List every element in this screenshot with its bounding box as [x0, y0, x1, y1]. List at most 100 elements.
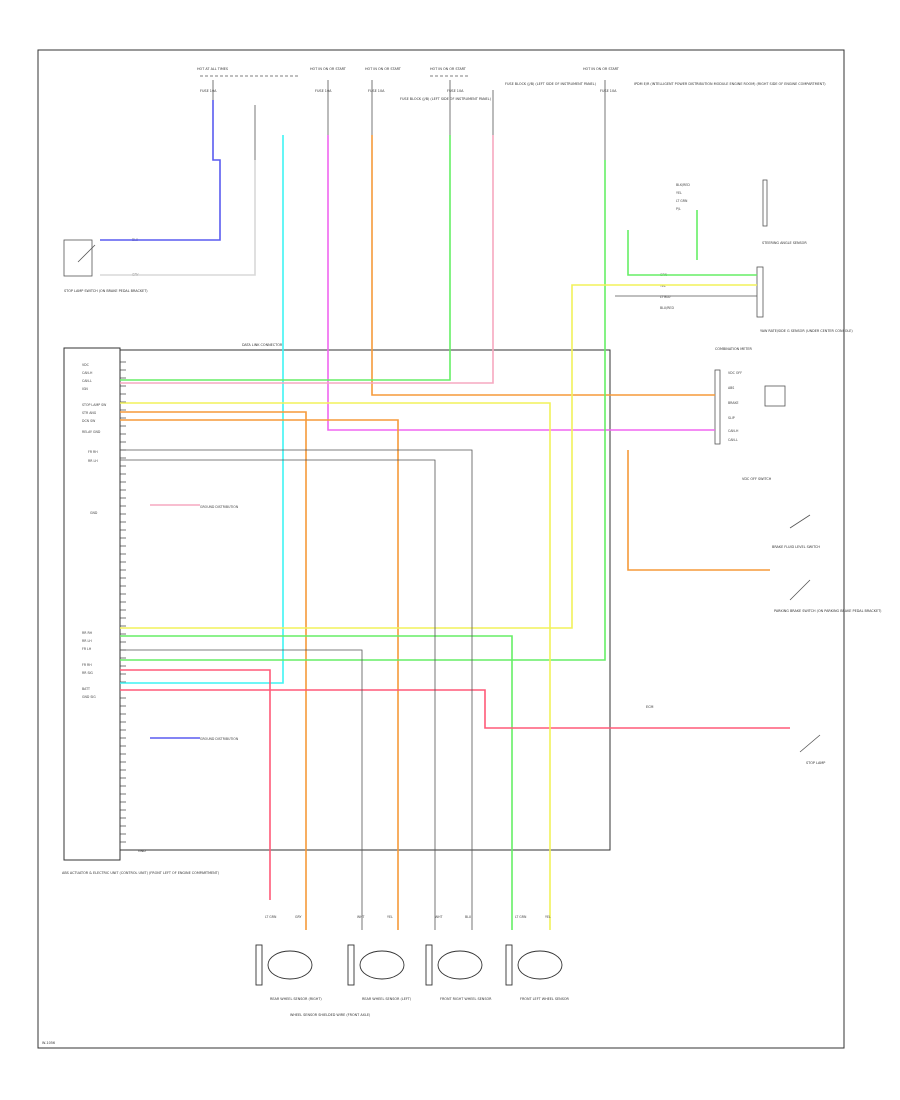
wire-yellow-2 [120, 284, 757, 629]
wire-green [120, 135, 451, 381]
steering-wire-3: LT GRN [676, 199, 688, 203]
fuse-value-4: FUSE 10A [447, 89, 464, 93]
right-enclosure [119, 349, 611, 851]
meter-line-5: CAN-H [728, 429, 739, 433]
wire-gray [100, 160, 256, 276]
wheel-sensor-label: FRONT LEFT WHEEL SENSOR [520, 997, 570, 1001]
meter-line-4: SLIP [728, 416, 735, 420]
abs-pin-4: IGN [82, 387, 88, 391]
fuse-label-3: HOT IN ON OR START [365, 67, 402, 71]
abs-pin-low-6: BATT [82, 687, 90, 691]
abs-ground-note-2: GROUND DISTRIBUTION [200, 737, 239, 741]
wire-green-4 [627, 230, 757, 276]
wire-yellow [120, 402, 551, 930]
abs-pin-low-5: RR SIG [82, 671, 93, 675]
wire-magenta [327, 135, 715, 431]
wire-gray-3 [120, 459, 436, 930]
abs-pin-1: VDC [82, 363, 90, 367]
fuse-note-1: FUSE BLOCK (J/B) (LEFT SIDE OF INSTRUMEN… [400, 97, 492, 101]
steering-angle-sensor: STEERING ANGLE SENSOR BLK/RED YEL LT GRN… [676, 179, 807, 245]
fuse-label-1: HOT AT ALL TIMES [197, 67, 228, 71]
wheel-sensor-wire-label: LT GRN [515, 915, 527, 919]
abs-pin-10: RR LH [88, 459, 98, 463]
vdc-off-switch-label: VDC OFF SWITCH [742, 477, 772, 481]
wire-orange-4 [627, 450, 770, 571]
wheel-sensor-mount [425, 944, 433, 986]
fuse-label-2: HOT IN ON OR START [310, 67, 347, 71]
wheel-sensor: LT GRN YEL FRONT LEFT WHEEL SENSOR [505, 915, 570, 1001]
fuse-label-4: HOT IN ON OR START [430, 67, 467, 71]
module-pin-ticks [120, 361, 126, 851]
wheel-sensor-label: REAR WHEEL SENSOR (RIGHT) [270, 997, 322, 1001]
wire-orange-3 [120, 411, 307, 930]
parking-brake-label: PARKING BRAKE SWITCH (ON PARKING BRAKE P… [774, 609, 882, 613]
wheel-sensor: WHT BLU FRONT RIGHT WHEEL SENSOR [425, 915, 492, 1001]
abs-pin-7: DCN SW [82, 419, 96, 423]
steering-wire-2: YEL [676, 191, 682, 195]
abs-pin-8: RELAY GND [82, 430, 101, 434]
abs-pin-5: STOP LAMP SW [82, 403, 107, 407]
abs-pin-low-1: RR RH [82, 631, 93, 635]
wire-orange [371, 135, 715, 396]
wire-red [120, 669, 271, 900]
abs-module-box [63, 347, 121, 861]
wheel-sensor-note: WHEEL SENSOR SHIELDED WIRE (FRONT AXLE) [290, 1013, 371, 1017]
wire-orange-2 [120, 419, 399, 930]
meter-line-3: BRAKE [728, 401, 739, 405]
abs-pin-6: STR ANG [82, 411, 97, 415]
steering-sensor-label: STEERING ANGLE SENSOR [762, 241, 807, 245]
abs-pin-low-7: GND SIG [82, 695, 96, 699]
diagram-frame [37, 49, 845, 1049]
data-link-label: DATA LINK CONNECTOR [242, 343, 283, 347]
meter-line-6: CAN-L [728, 438, 738, 442]
fuse-group: HOT AT ALL TIMES FUSE 10A HOT IN ON OR S… [197, 67, 826, 101]
stop-lamp-label: STOP LAMP [806, 761, 825, 765]
fuse-value-5: FUSE 10A [600, 89, 617, 93]
yaw-sensor-label: YAW RATE/SIDE G SENSOR (UNDER CENTER CON… [760, 329, 853, 333]
yaw-wire-2: YEL [660, 284, 666, 288]
combination-meter: COMBINATION METER VDC OFF ABS BRAKE SLIP… [714, 347, 786, 445]
wire-blue [100, 100, 221, 241]
wire-pink [120, 135, 494, 384]
wheel-sensor-wire-label: WHT [435, 915, 443, 919]
wire-cyan [120, 135, 284, 684]
wire-gray-2 [120, 449, 473, 930]
abs-pin-9: FR RH [88, 450, 98, 454]
abs-pin-low-4: FR RH [82, 663, 92, 667]
yaw-wire-4: BLU/RED [660, 306, 674, 310]
brake-fluid-label: BRAKE FLUID LEVEL SWITCH [772, 545, 820, 549]
wheel-sensor-mount [255, 944, 263, 986]
wire-green-2 [120, 160, 606, 661]
ecm-label: ECM [646, 705, 654, 709]
wheel-sensor-wire-label: GRY [295, 915, 301, 919]
wheel-sensor-wire-label: BLU [465, 915, 472, 919]
wheel-sensor-body [437, 950, 483, 980]
wire-group [100, 100, 790, 930]
abs-bottom-gnd: GND [138, 849, 146, 853]
stop-lamp-switch: STOP LAMP SWITCH (ON BRAKE PEDAL BRACKET… [63, 238, 148, 293]
fuse-value-2: FUSE 10A [315, 89, 332, 93]
footer-code: W-1056 [42, 1041, 55, 1045]
fuse-stubs [212, 80, 606, 160]
wheel-sensor-label: FRONT RIGHT WHEEL SENSOR [440, 997, 492, 1001]
wire-gray-4 [120, 649, 363, 930]
stop-lamp-switch-label: STOP LAMP SWITCH (ON BRAKE PEDAL BRACKET… [64, 289, 148, 293]
wheel-sensor-mount [347, 944, 355, 986]
wheel-sensor-wire-label: WHT [357, 915, 365, 919]
fuse-note-2: FUSE BLOCK (J/B) (LEFT SIDE OF INSTRUMEN… [505, 82, 597, 86]
meter-line-2: ABS [728, 386, 734, 390]
yaw-rate-sensor: YAW RATE/SIDE G SENSOR (UNDER CENTER CON… [660, 266, 853, 333]
abs-pin-low-3: FR LH [82, 647, 92, 651]
steering-wire-4: P/L [676, 207, 681, 211]
wheel-sensor-wire-label: YEL [545, 915, 551, 919]
wheel-sensor-body [359, 950, 405, 980]
abs-pin-gnd: GND [90, 511, 98, 515]
fuse-label-5: HOT IN ON OR START [583, 67, 620, 71]
meter-label: COMBINATION METER [715, 347, 753, 351]
meter-line-1: VDC OFF [728, 371, 742, 375]
right-switches: VDC OFF SWITCH BRAKE FLUID LEVEL SWITCH … [646, 477, 882, 765]
wire-red-2 [120, 689, 790, 729]
steering-wire-1: BLK/RED [676, 183, 690, 187]
